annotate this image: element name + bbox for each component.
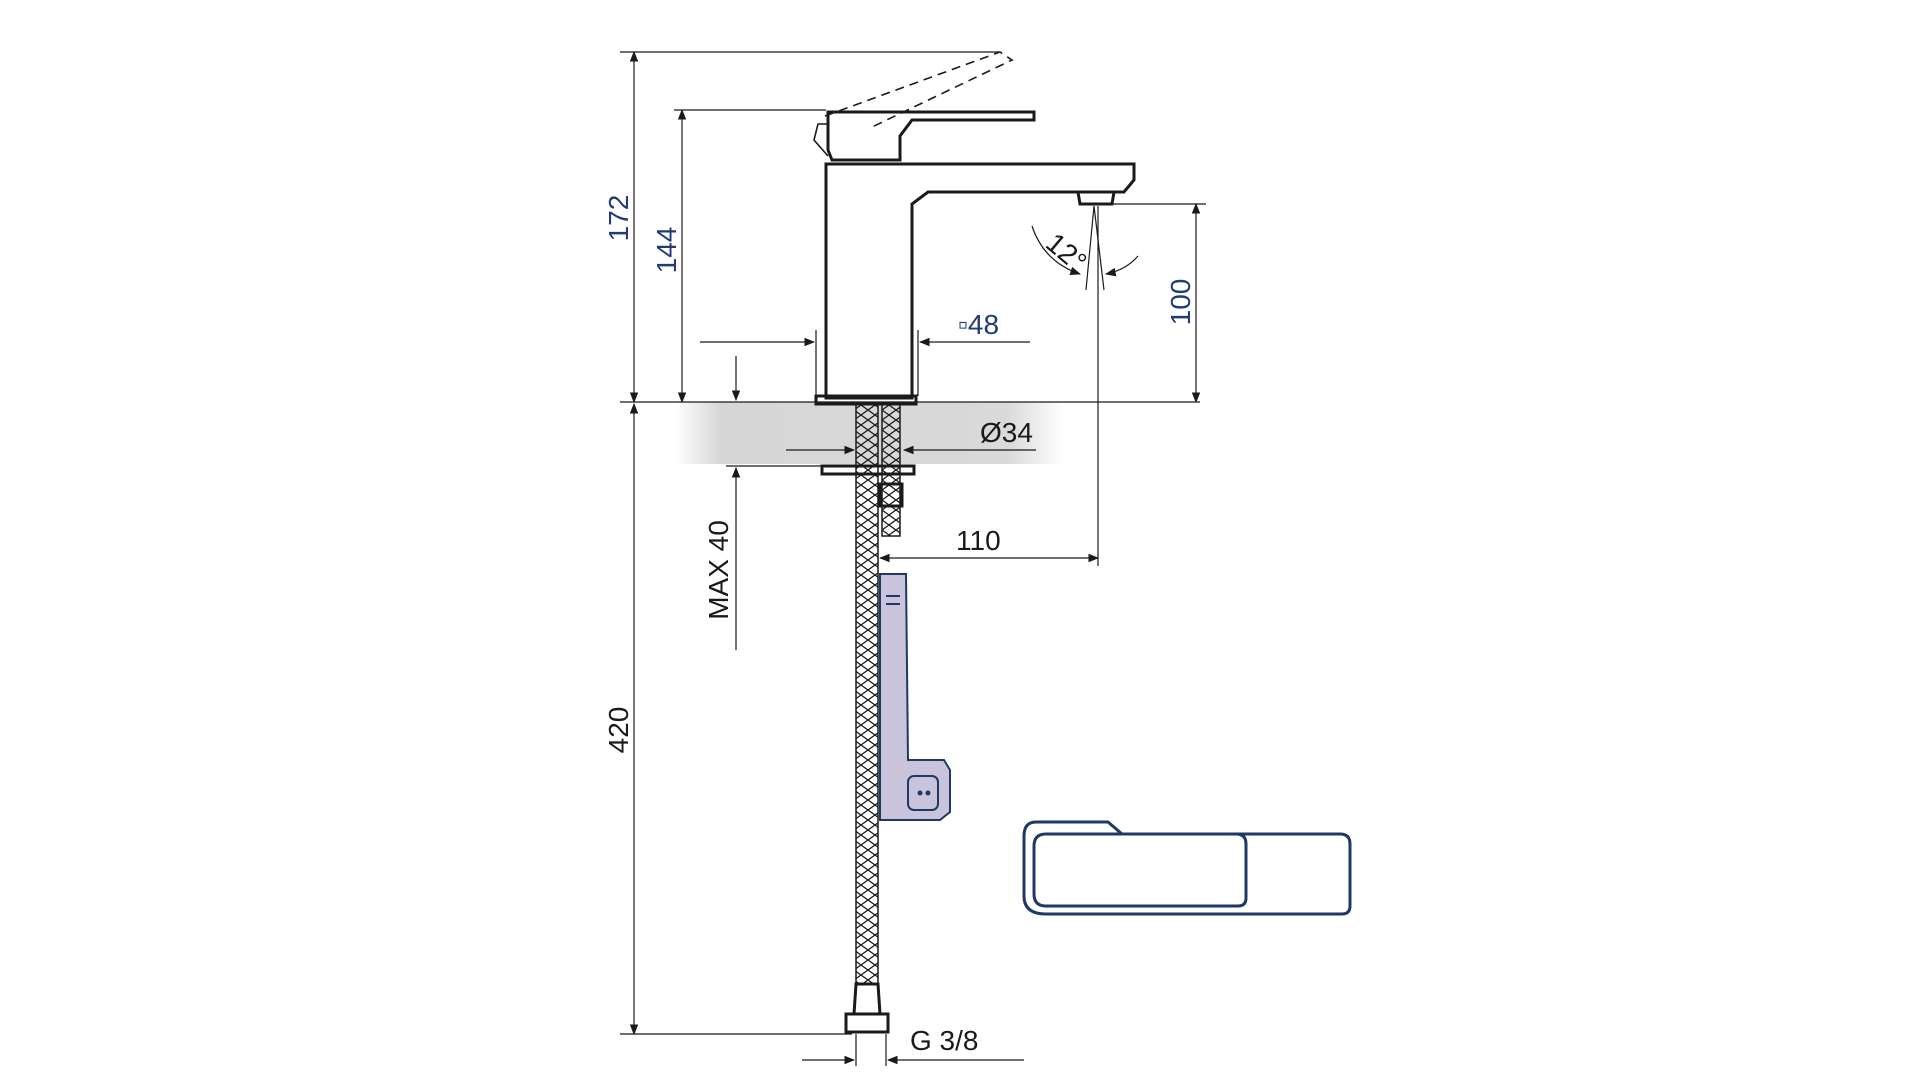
handle-open-dashed: [824, 51, 1014, 129]
dim-34-label: Ø34: [980, 417, 1033, 448]
clip-button: [907, 775, 939, 811]
aerator: [1076, 190, 1116, 206]
handle-cartridge: [813, 123, 829, 157]
faucet-handle: [826, 110, 1036, 162]
spray-angle-label: 12°: [1040, 227, 1092, 278]
faucet-body: [824, 162, 1136, 400]
dim-172-label: 172: [603, 195, 634, 242]
dim-420-label: 420: [603, 707, 634, 754]
dim-g38-label: G 3/8: [910, 1025, 978, 1056]
handle-top-view-inner: [1032, 832, 1248, 908]
dim-110-label: 110: [956, 525, 1001, 556]
clip-dot-2: [925, 790, 931, 796]
hose-clip: [879, 573, 951, 821]
threaded-stud: [881, 403, 901, 537]
dim-48-label: ▫48: [958, 309, 999, 340]
stud-nut: [878, 482, 904, 508]
spray-line-left: [1085, 205, 1095, 291]
spray-line-right: [1093, 205, 1105, 291]
spray-angle-arc-left: [1031, 225, 1082, 276]
dim-100-label: 100: [1165, 279, 1196, 326]
hose-fitting: [852, 982, 882, 1016]
flexible-hose: [855, 403, 879, 985]
spray-angle-arc-right: [1104, 255, 1139, 277]
dim-144-label: 144: [651, 227, 682, 274]
handle-top-view-outline: [1022, 820, 1352, 916]
clip-dot-1: [917, 790, 923, 796]
dim-max40-label: MAX 40: [703, 520, 734, 620]
hose-nut: [844, 1012, 890, 1034]
base-plate: [814, 394, 918, 406]
